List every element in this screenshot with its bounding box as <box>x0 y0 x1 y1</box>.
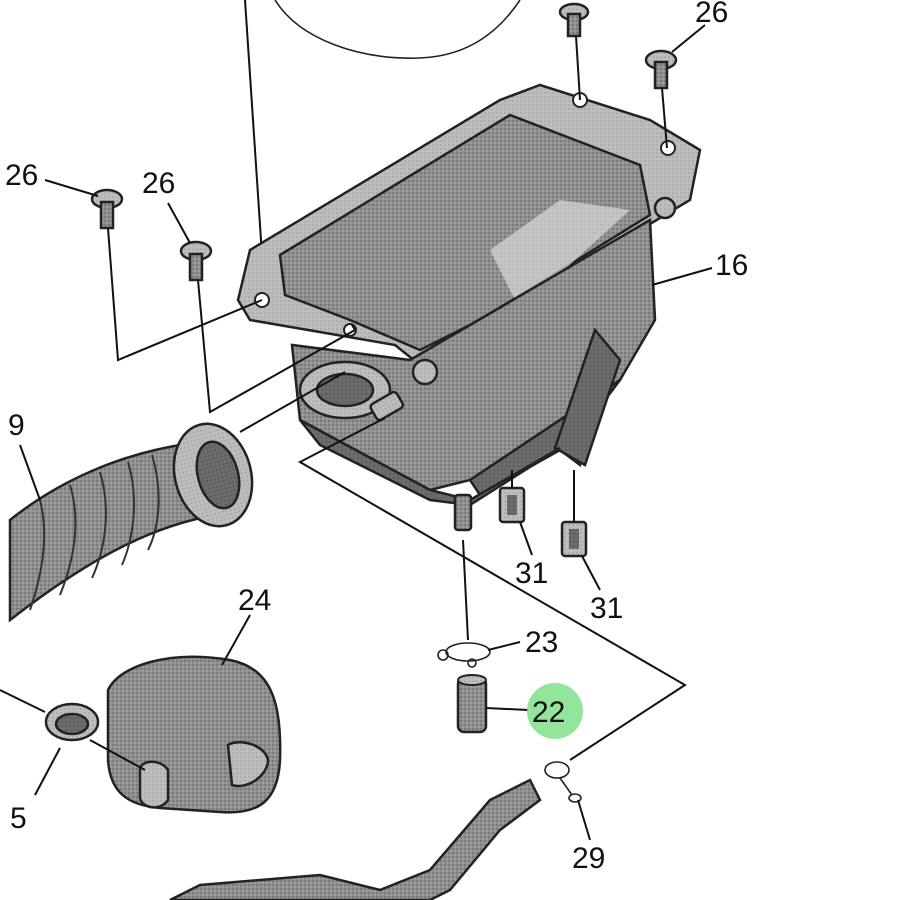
leader-bolt-left-a <box>44 179 99 197</box>
callout-cover[interactable]: 24 <box>238 584 271 617</box>
bolt-left-a <box>90 188 124 230</box>
leader-band <box>34 747 61 796</box>
leader-plug <box>485 707 529 711</box>
plug-22 <box>456 674 488 734</box>
leader-cover <box>221 614 251 666</box>
bolt-right <box>644 49 678 90</box>
callout-clamp[interactable]: 23 <box>525 626 558 659</box>
callout-bolt-top-right[interactable]: 26 <box>695 0 728 29</box>
leader-air-box <box>651 267 713 286</box>
leader-bolt-top-right <box>671 24 706 53</box>
assembly-line-bolt-b <box>197 279 357 414</box>
leader-bolt-left-b <box>167 202 191 244</box>
callout-bolt-left-b[interactable]: 26 <box>142 167 175 200</box>
callout-band[interactable]: 5 <box>10 802 27 835</box>
assembly-line-duct <box>239 371 346 433</box>
callout-clip-b[interactable]: 31 <box>590 592 623 625</box>
leader-clamp <box>487 641 521 651</box>
bolt-right-axis <box>661 87 668 149</box>
cover-24 <box>106 655 282 814</box>
air-box <box>236 83 702 532</box>
clip-b <box>560 520 588 558</box>
assembly-line-top <box>244 0 263 256</box>
duct-hose <box>8 422 254 623</box>
callout-hose-clamp[interactable]: 29 <box>572 842 605 875</box>
bolt-left-b <box>179 240 213 282</box>
assembly-line-bolt-a <box>107 227 263 362</box>
assembly-line-drain-hose <box>297 417 687 761</box>
bolt-top-right-axis <box>575 35 581 101</box>
drain-axis <box>462 539 469 641</box>
highlight-marker <box>527 683 583 739</box>
leader-clip-a <box>519 521 533 556</box>
band-5 <box>0 689 146 771</box>
leader-clip-b <box>581 555 601 591</box>
callout-bolt-left-a[interactable]: 26 <box>5 159 38 192</box>
callout-plug[interactable]: 22 <box>532 696 565 729</box>
callout-clip-a[interactable]: 31 <box>515 557 548 590</box>
callout-duct-hose[interactable]: 9 <box>8 409 25 442</box>
callout-air-box[interactable]: 16 <box>715 249 748 282</box>
clip-a <box>498 486 526 524</box>
leader-hose-clamp <box>577 799 591 841</box>
hose-clamp-29 <box>544 761 582 803</box>
drain-hose <box>169 778 542 900</box>
bolt-top-right <box>558 2 590 38</box>
upper-hose-outline <box>274 0 521 59</box>
leader-duct-hose <box>19 444 41 501</box>
clamp-23 <box>437 642 491 668</box>
